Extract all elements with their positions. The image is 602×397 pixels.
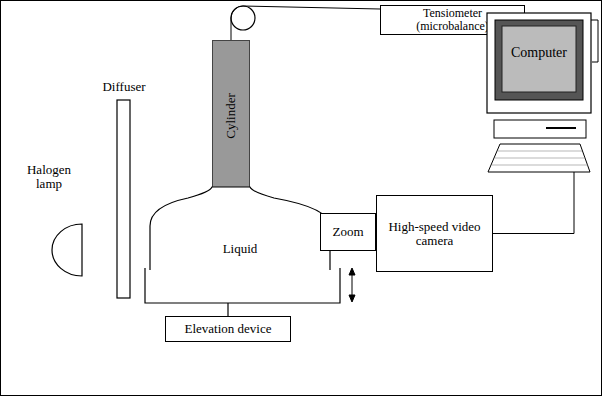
diffuser-plate — [117, 100, 130, 298]
box-label: (microbalance) — [416, 20, 489, 33]
monitor — [487, 13, 591, 113]
key-row — [495, 158, 585, 159]
diffuser-label: Diffuser — [96, 80, 152, 94]
liquid-outline — [148, 186, 332, 270]
lamp-symbol — [52, 224, 82, 276]
motion-arrow — [349, 268, 355, 302]
computer-case — [494, 120, 586, 138]
process-box: Elevation device — [165, 316, 291, 342]
computer-label: Computer — [511, 46, 567, 60]
process-box: Zoom — [320, 213, 376, 251]
screen — [495, 20, 583, 100]
liquid-tray — [145, 268, 340, 303]
keyboard — [488, 144, 590, 172]
computer-node: Computer — [486, 12, 594, 177]
liquid-label: Liquid — [223, 242, 258, 256]
screen-window — [502, 26, 576, 92]
process-box: High-speed video camera — [376, 195, 493, 272]
key-row — [498, 151, 582, 152]
liquid-surface — [150, 187, 330, 270]
liquid-node: Liquid — [148, 186, 332, 270]
drive-slot — [546, 127, 576, 129]
cylinder-node: Cylinder — [212, 40, 250, 192]
connector-line — [231, 6, 380, 40]
computer-illustration — [486, 12, 594, 177]
box-label: High-speed video camera — [385, 220, 485, 248]
box-label: Tensiometer — [423, 7, 482, 20]
lamp-label: Halogen lamp — [22, 163, 76, 191]
key-row — [492, 165, 588, 166]
cylinder-label: Cylinder — [224, 93, 238, 139]
support-rod — [227, 303, 228, 316]
box-label: Zoom — [332, 225, 363, 239]
connector-line — [493, 162, 574, 234]
box-label: Elevation device — [185, 322, 272, 336]
